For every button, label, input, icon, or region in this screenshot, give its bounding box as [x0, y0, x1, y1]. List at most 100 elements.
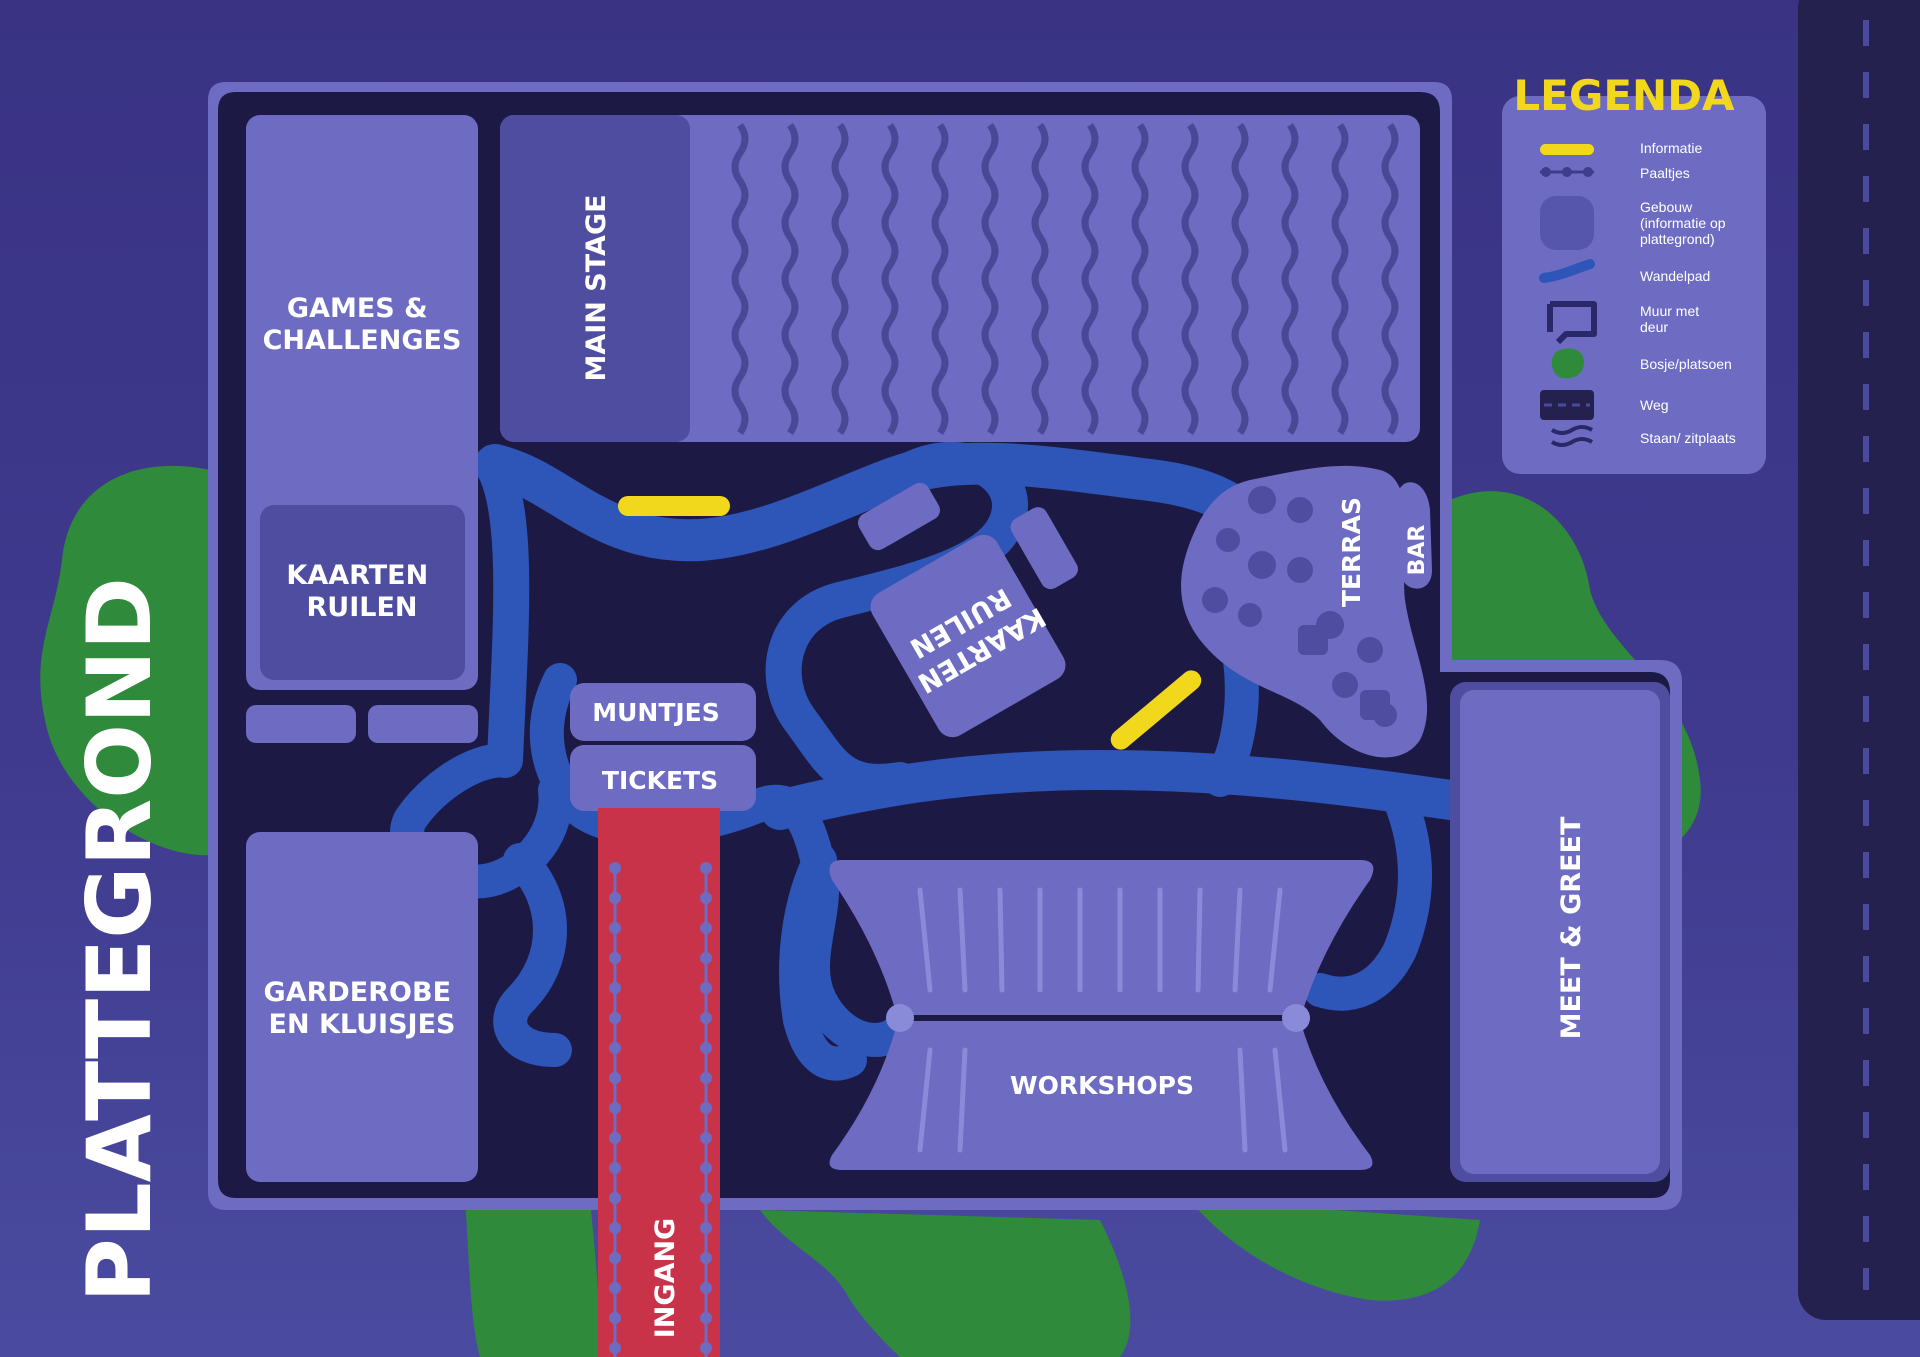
kaarten-left-label-line-2: RUILEN — [306, 592, 417, 623]
legend-label-line: Staan/ zitplaats — [1640, 430, 1736, 446]
terras-table — [1287, 497, 1313, 523]
legend-label-muur: Muur met deur — [1640, 303, 1703, 335]
entrance-post — [609, 892, 621, 904]
terras-square-table — [1298, 625, 1328, 655]
muntjes-building — [570, 683, 756, 741]
path-east-drop — [1303, 783, 1432, 1011]
entrance-post — [609, 1192, 621, 1204]
tickets-building — [570, 745, 756, 811]
entrance-post — [700, 1252, 712, 1264]
info-point-top — [618, 496, 730, 516]
legend-label-line: Paaltjes — [1640, 165, 1690, 181]
crowd-wave-13 — [1331, 122, 1349, 436]
terras-table — [1216, 528, 1240, 552]
seat-row — [997, 887, 1005, 993]
entrance — [598, 808, 720, 1357]
meet-greet-inner — [1460, 690, 1660, 1174]
buildings — [246, 115, 1670, 1182]
entrance-post — [700, 1132, 712, 1144]
workshops-seating — [917, 887, 1288, 1153]
tickets-label: TICKETS — [602, 766, 718, 795]
crowd-wave-7 — [1031, 122, 1049, 436]
entrance-posts — [609, 862, 712, 1354]
garderobe-label-line-2: EN KLUISJES — [269, 1009, 456, 1040]
entrance-post — [700, 1342, 712, 1354]
info-point-center — [1110, 670, 1202, 750]
seat-row — [917, 887, 933, 993]
games-label: GAMES & CHALLENGES — [263, 293, 462, 356]
bush-left — [40, 465, 215, 856]
terras-area — [1181, 465, 1428, 758]
entrance-post — [609, 1132, 621, 1144]
entrance-post — [700, 1222, 712, 1234]
crowd-wave-9 — [1131, 122, 1149, 436]
meet-greet-label: MEET & GREET — [1556, 816, 1587, 1039]
legend-label-informatie: Informatie — [1640, 140, 1702, 156]
page-title: PLATTEGROND — [68, 577, 171, 1303]
crowd-wave-14 — [1381, 122, 1399, 436]
posts-icon-post — [1541, 167, 1551, 177]
crowd-wave-12 — [1281, 122, 1299, 436]
garderobe-building — [246, 832, 478, 1182]
garderobe-label: GARDEROBE EN KLUISJES — [264, 977, 461, 1040]
terras-table — [1287, 557, 1313, 583]
ingang-label: INGANG — [650, 1218, 681, 1338]
path-east-main — [760, 750, 1470, 830]
seat-row — [1237, 1047, 1248, 1153]
terras-table — [1248, 486, 1276, 514]
terras-table — [1357, 637, 1383, 663]
entrance-post — [700, 862, 712, 874]
workshops-label: WORKSHOPS — [1010, 1071, 1194, 1100]
games-label-line-2: CHALLENGES — [263, 325, 462, 356]
main-stage-building — [500, 115, 1420, 442]
legend-label-line: (informatie op — [1640, 215, 1726, 231]
entrance-post — [700, 922, 712, 934]
seat-row — [1195, 887, 1203, 993]
entrance-post — [700, 1012, 712, 1024]
legend-label-line: deur — [1640, 319, 1668, 335]
road-icon — [1540, 390, 1594, 420]
entrance-post — [700, 1072, 712, 1084]
terras-table — [1248, 551, 1276, 579]
terras-tables — [1202, 486, 1397, 727]
entrance-post — [609, 1342, 621, 1354]
kaarten-ruilen-center — [858, 482, 1078, 738]
entrance-post — [609, 862, 621, 874]
table-1 — [858, 482, 940, 551]
legend-label-line: Informatie — [1640, 140, 1702, 156]
legend-label-line: Muur met — [1640, 303, 1699, 319]
road-surface — [1798, 0, 1920, 1320]
legend-panel — [1502, 96, 1766, 474]
seat-row — [957, 887, 968, 993]
seat-row — [1267, 887, 1283, 993]
bush-bottom-left — [465, 1200, 600, 1357]
small-block-1 — [246, 705, 356, 743]
bush-bottom-right — [1190, 1200, 1480, 1301]
seat-row — [1272, 1047, 1288, 1153]
terras-table — [1202, 587, 1228, 613]
seating-icon — [1550, 425, 1594, 447]
legend-label-line: Weg — [1640, 397, 1669, 413]
entrance-post — [700, 1042, 712, 1054]
entrance-post — [700, 982, 712, 994]
entrance-post — [700, 1312, 712, 1324]
posts-icon — [1540, 167, 1594, 177]
small-block-2 — [368, 705, 478, 743]
road — [1798, 0, 1920, 1320]
path-west — [477, 452, 530, 778]
entrance-post — [700, 1102, 712, 1114]
entrance-post — [609, 1012, 621, 1024]
kaarten-left-label-line-1: KAARTEN — [286, 560, 428, 591]
path-west-lower — [493, 843, 572, 1067]
main-stage-crowd-waves — [731, 122, 1399, 436]
kaarten-ruilen-center-building — [870, 534, 1066, 738]
entrance-post — [609, 1162, 621, 1174]
legend-label-staan: Staan/ zitplaats — [1640, 430, 1736, 446]
seat-row — [917, 1047, 933, 1153]
crowd-wave-11 — [1231, 122, 1249, 436]
entrance-post — [700, 892, 712, 904]
legend-label-line: Gebouw — [1640, 199, 1693, 215]
entrance-post — [609, 1282, 621, 1294]
bar-label: BAR — [1405, 525, 1430, 576]
crowd-wave-1 — [731, 122, 749, 436]
